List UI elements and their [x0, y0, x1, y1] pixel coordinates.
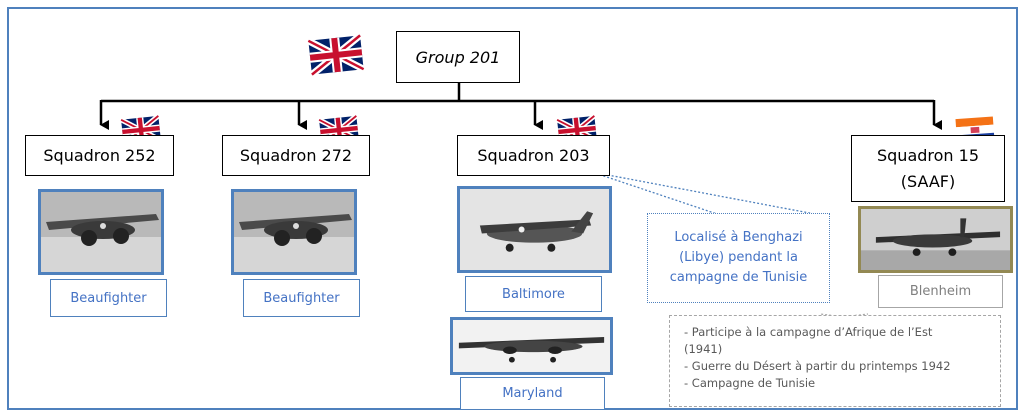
note-line: - Campagne de Tunisie: [684, 376, 816, 390]
baltimore-caption: Baltimore: [465, 276, 602, 312]
squadron-15-label: Squadron 15: [876, 145, 979, 165]
group-201-label: Group 201: [415, 47, 501, 67]
aircraft-photo-icon: [460, 189, 609, 270]
aircraft-label: Blenheim: [909, 284, 972, 299]
aircraft-photo-icon: [861, 209, 1010, 270]
maryland-caption: Maryland: [460, 377, 605, 410]
squadron-15-sublabel: (SAAF): [900, 171, 956, 191]
blenheim-caption: Blenheim: [878, 275, 1003, 308]
squadron-203-label: Squadron 203: [477, 146, 590, 165]
squadron-272-box: Squadron 272: [222, 135, 370, 176]
maryland-photo: [450, 317, 613, 375]
beaufighter-photo-252: [38, 189, 164, 275]
beaufighter-photo-272: [231, 189, 357, 275]
aircraft-label: Maryland: [502, 386, 563, 401]
note-line: campagne de Tunisie: [669, 270, 808, 285]
squadron-252-label: Squadron 252: [43, 146, 156, 165]
squadron-203-box: Squadron 203: [457, 135, 610, 176]
callout-connector-203-a: [591, 171, 821, 216]
baltimore-photo: [457, 186, 612, 273]
squadron-15-note: - Participe à la campagne d’Afrique de l…: [669, 315, 1001, 407]
aircraft-photo-icon: [41, 192, 161, 272]
beaufighter-caption-272: Beaufighter: [243, 279, 360, 317]
uk-flag-icon: [306, 32, 366, 78]
blenheim-photo: [858, 206, 1013, 273]
callout-connector-203-b: [591, 171, 721, 216]
note-line: (1941): [684, 342, 723, 356]
beaufighter-caption-252: Beaufighter: [50, 279, 167, 317]
squadron-203-note: Localisé à Benghazi (Libye) pendant la c…: [647, 213, 830, 303]
aircraft-label: Beaufighter: [70, 290, 147, 306]
group-201-box: Group 201: [396, 31, 520, 83]
note-line: - Guerre du Désert à partir du printemps…: [684, 359, 951, 373]
aircraft-photo-icon: [234, 192, 354, 272]
note-line: - Participe à la campagne d’Afrique de l…: [684, 325, 933, 339]
note-line: Localisé à Benghazi: [674, 230, 803, 245]
aircraft-label: Baltimore: [502, 286, 565, 302]
aircraft-label: Beaufighter: [263, 290, 340, 306]
aircraft-photo-icon: [453, 320, 610, 372]
squadron-272-label: Squadron 272: [239, 146, 353, 165]
squadron-15-box: Squadron 15 (SAAF): [851, 135, 1005, 202]
squadron-252-box: Squadron 252: [25, 135, 174, 176]
note-line: (Libye) pendant la: [679, 250, 798, 265]
